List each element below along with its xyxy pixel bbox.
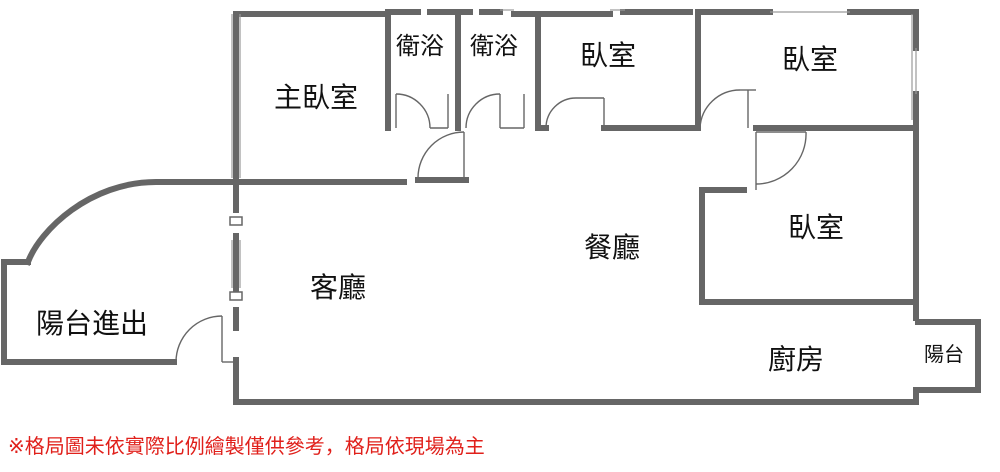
label-balcony-entry: 陽台進出 <box>36 307 149 340</box>
window-lines <box>231 9 917 288</box>
label-bathroom-1: 衛浴 <box>396 32 444 60</box>
walls <box>1 9 981 405</box>
label-living: 客廳 <box>310 271 367 304</box>
label-master-bedroom: 主臥室 <box>274 81 359 114</box>
label-bedroom-2: 臥室 <box>782 43 839 76</box>
door-swings <box>175 89 807 363</box>
label-bathroom-2: 衛浴 <box>470 32 518 60</box>
label-bedroom-1: 臥室 <box>580 39 637 72</box>
label-balcony: 陽台 <box>924 342 964 366</box>
label-dining: 餐廳 <box>584 231 641 264</box>
wall-posts <box>229 216 243 301</box>
disclaimer-note: ※格局圖未依實際比例繪製僅供參考，格局依現場為主 <box>8 434 485 458</box>
label-bedroom-3: 臥室 <box>788 211 845 244</box>
label-kitchen: 廚房 <box>768 343 825 376</box>
